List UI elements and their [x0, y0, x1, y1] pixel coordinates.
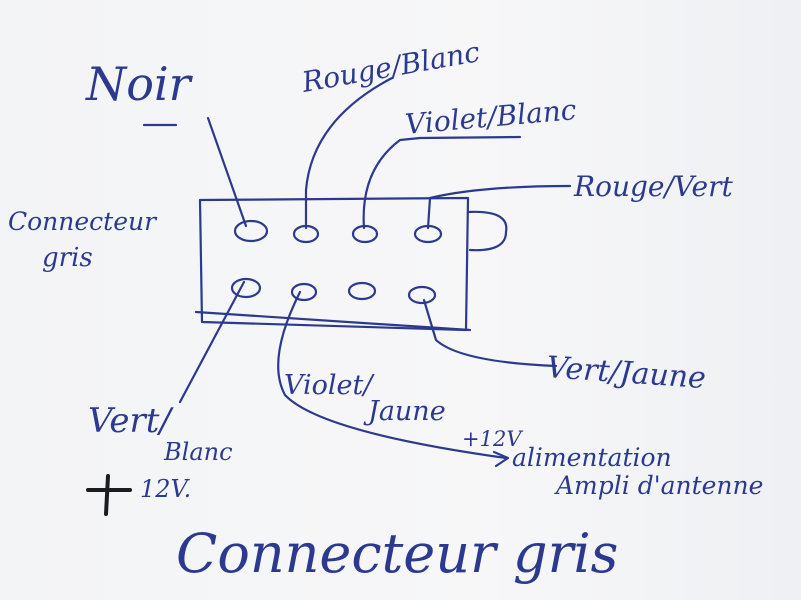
label-violet-jaune-2: Jaune	[363, 396, 446, 427]
label-violet-jaune-1: Violet/	[284, 370, 375, 401]
label-vert-blanc-2: Blanc	[163, 438, 233, 466]
label-rouge-blanc: Rouge/Blanc	[299, 35, 483, 99]
pin-bottom-2	[290, 282, 318, 302]
title-connecteur-gris: Connecteur gris	[176, 522, 618, 585]
label-vert-blanc-1: Vert/	[88, 401, 174, 441]
wire-violet-blanc	[362, 135, 522, 230]
pin-bottom-1	[230, 277, 262, 299]
wire-vert-jaune	[422, 298, 558, 368]
label-alimentation: alimentation	[512, 443, 672, 472]
label-connecteur-side-2: gris	[42, 243, 93, 273]
label-plus-12v-right: +12V	[462, 427, 523, 451]
pencil-plus-sign	[86, 474, 132, 516]
wire-vert-blanc	[178, 280, 246, 404]
pin-bottom-3	[347, 281, 377, 301]
label-rouge-vert: Rouge/Vert	[573, 170, 734, 203]
label-ampli-antenne: Ampli d'antenne	[554, 471, 763, 500]
top-pins	[233, 219, 443, 244]
pin-top-1	[233, 219, 269, 243]
label-noir: Noir	[85, 57, 194, 111]
label-vert-jaune: Vert/Jaune	[545, 350, 707, 396]
arrow-head	[492, 450, 510, 468]
bottom-pins	[230, 277, 437, 305]
wire-noir	[206, 116, 248, 228]
wire-rouge-blanc	[304, 76, 394, 230]
wires	[178, 76, 572, 468]
label-violet-blanc: Violet/Blanc	[404, 93, 578, 141]
pin-top-3	[351, 224, 379, 244]
wire-rouge-vert	[426, 184, 572, 230]
pin-bottom-4	[407, 285, 437, 305]
label-connecteur-side-1: Connecteur	[8, 207, 158, 236]
connector-body	[194, 196, 508, 332]
wire-violet-jaune	[277, 290, 508, 460]
label-plus-12v-left: 12V.	[140, 475, 191, 503]
labels: Noir Rouge/Blanc Violet/Blanc Rouge/Vert…	[8, 35, 763, 585]
